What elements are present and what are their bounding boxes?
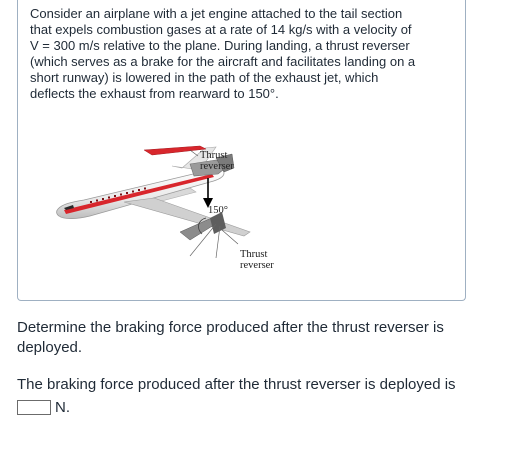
question-text: Determine the braking force produced aft… [17, 318, 517, 358]
question-line: deployed. [17, 339, 83, 356]
problem-line: V = 300 m/s relative to the plane. Durin… [30, 38, 410, 53]
problem-line: that expels combustion gases at a rate o… [30, 22, 412, 37]
problem-line: deflects the exhaust from rearward to 15… [30, 86, 279, 101]
airplane-illustration [56, 145, 251, 259]
problem-card [17, 0, 466, 301]
cabin-windows [90, 187, 146, 203]
thrust-reverser-upper [215, 153, 235, 173]
airplane-figure: Thrust reverser 150° Thrust reverser [40, 128, 300, 283]
angle-arc [198, 217, 207, 235]
leader-line-top [189, 149, 199, 157]
cockpit-window [64, 205, 74, 210]
braking-force-input[interactable] [17, 399, 51, 415]
question-line: Determine the braking force produced aft… [17, 319, 444, 336]
exhaust-line-a [189, 223, 217, 257]
answer-row: N. [17, 397, 70, 417]
answer-prompt: The braking force produced after the thr… [17, 376, 456, 393]
deflector-panel [210, 212, 226, 234]
horizontal-stabilizer [143, 145, 207, 156]
problem-statement: Consider an airplane with a jet engine a… [30, 6, 448, 102]
thrust-reverser-label-top: Thrust reverser [200, 150, 234, 172]
problem-line: (which serves as a brake for the aircraf… [30, 54, 416, 69]
angle-label: 150° [208, 205, 228, 216]
exhaust-line-b [215, 225, 221, 259]
leader-line-bottom [221, 229, 239, 245]
exhaust-arrow-head [203, 198, 213, 208]
fuselage-stripe [64, 174, 214, 214]
problem-line: Consider an airplane with a jet engine a… [30, 6, 403, 21]
thrust-reverser-label-bottom: Thrust reverser [240, 249, 274, 271]
answer-unit: N. [55, 398, 70, 416]
problem-line: short runway) is lowered in the path of … [30, 70, 379, 85]
